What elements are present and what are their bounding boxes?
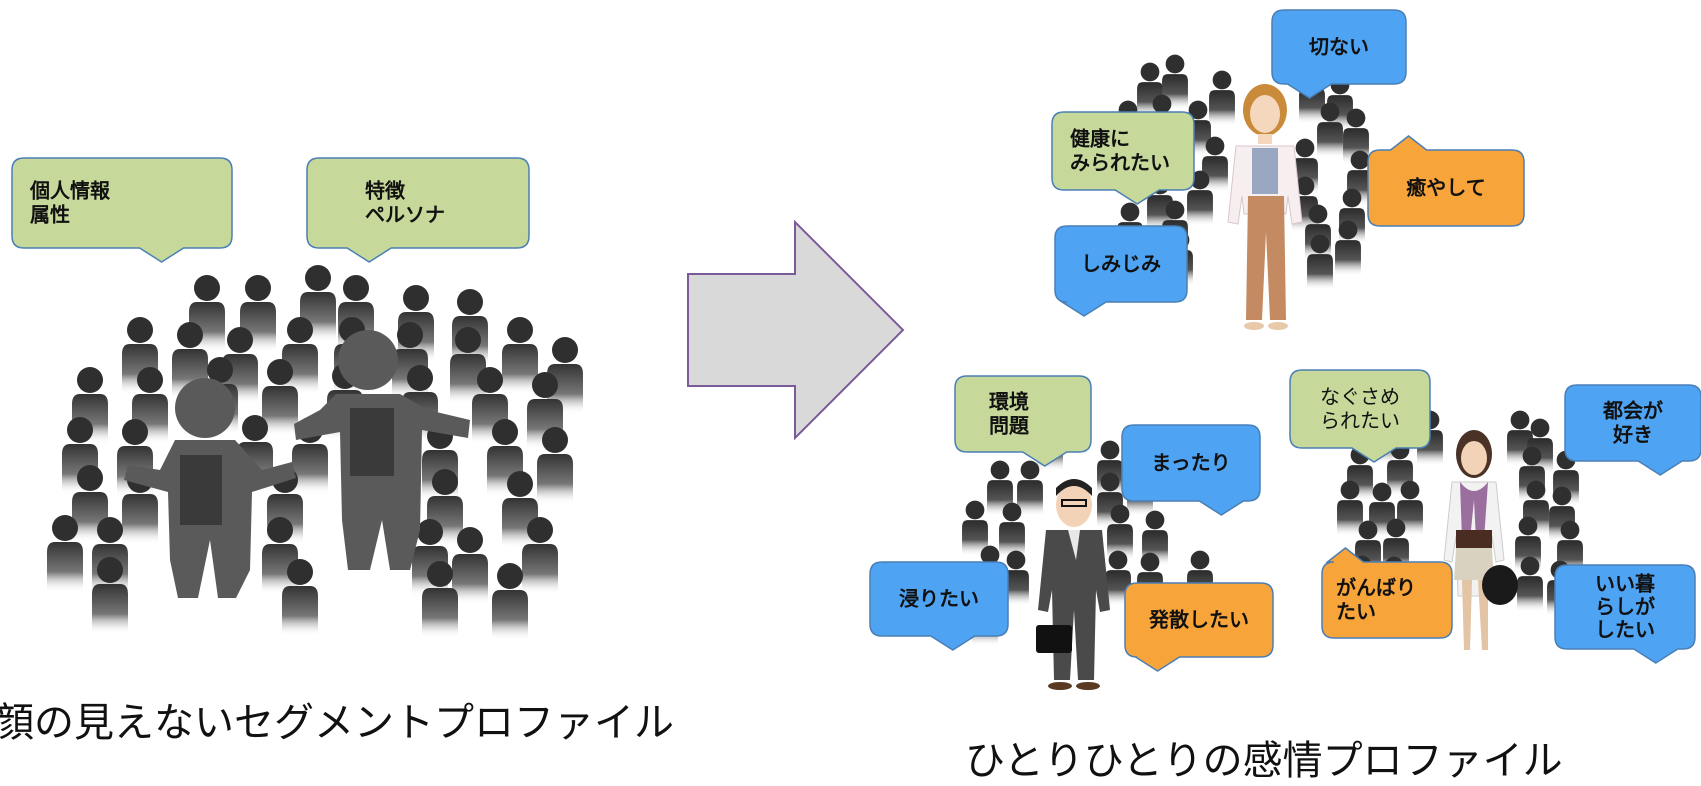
speech-bubble-text: 個人情報 — [29, 179, 111, 203]
speech-bubble-shape — [1321, 547, 1453, 639]
woman-cardigan-figure — [1227, 84, 1303, 330]
crowd-person-silhouette — [1527, 418, 1553, 475]
speech-bubble-text: なぐさめ — [1320, 385, 1400, 409]
crowd-person-silhouette — [282, 559, 318, 636]
speech-bubble-shape — [1289, 369, 1431, 463]
crowd-person-silhouette — [282, 317, 318, 394]
crowd-person-silhouette — [537, 427, 573, 504]
crowd-person-silhouette — [1209, 70, 1235, 127]
speech-bubble-text: 問題 — [989, 414, 1030, 438]
speech-bubble-text: 健康に — [1070, 127, 1130, 151]
speech-bubble-text: がんばり — [1336, 576, 1416, 600]
speech-bubble-text: ペルソナ — [365, 203, 445, 227]
businessman-figure — [1036, 479, 1110, 690]
crowd-person-silhouette — [1317, 102, 1343, 159]
speech-bubble-text: 環境 — [989, 390, 1029, 414]
speech-bubble-text: いい暮 — [1595, 571, 1656, 595]
speech-bubble-text: 浸りたい — [899, 587, 979, 611]
crowd-person-silhouette — [1017, 460, 1043, 517]
speech-bubble-text: たい — [1336, 600, 1376, 624]
right-arrow-icon — [687, 219, 905, 441]
crowd-person-silhouette — [1517, 556, 1543, 613]
crowd-person-silhouette — [452, 527, 488, 604]
speech-bubble-shape — [306, 157, 530, 263]
faceless-figure-left — [124, 378, 296, 598]
speech-bubble-hassan: 発散したい — [1124, 582, 1274, 672]
speech-bubble-text: られたい — [1320, 409, 1400, 433]
crowd-person-silhouette — [999, 502, 1025, 559]
faceless-figure-right — [294, 330, 470, 570]
speech-bubbles-layer: 個人情報属性特徴ペルソナ切ない健康にみられたい癒やしてしみじみ環境問題まったり浸… — [11, 9, 1701, 672]
speech-bubble-text: 属性 — [30, 203, 70, 227]
crowd-person-silhouette — [47, 515, 83, 592]
caption-segment-profile: 顔の見えないセグメントプロファイル — [0, 700, 674, 746]
speech-bubble-text: らしが — [1595, 594, 1655, 618]
speech-bubble-text: まったり — [1151, 451, 1230, 475]
crowd-person-silhouette — [92, 557, 128, 634]
speech-bubble-text: みられたい — [1070, 151, 1170, 175]
speech-bubble-setsunai: 切ない — [1271, 9, 1407, 99]
speech-bubble-text: 特徴 — [365, 179, 406, 203]
crowd-person-silhouette — [1107, 504, 1133, 561]
speech-bubble-text: 好き — [1612, 423, 1653, 447]
speech-bubble-shape — [1367, 135, 1525, 227]
speech-bubble-iyashite: 癒やして — [1367, 135, 1525, 227]
speech-bubble-text: したい — [1595, 617, 1655, 641]
speech-bubble-text: しみじみ — [1081, 252, 1161, 276]
speech-bubble-text: 切ない — [1309, 35, 1369, 59]
speech-bubble-text: 都会が — [1602, 399, 1663, 423]
crowd-person-silhouette — [1003, 550, 1029, 607]
crowd-person-silhouette — [1187, 170, 1213, 227]
speech-bubble-shape — [1124, 582, 1274, 672]
crowd-person-silhouette — [962, 500, 988, 557]
speech-bubble-text: 発散したい — [1148, 608, 1249, 632]
crowd-person-silhouette — [1335, 220, 1361, 277]
speech-bubble-shape — [1554, 564, 1696, 664]
speech-bubble-shimijimi: しみじみ — [1054, 225, 1188, 317]
diagram-canvas: 個人情報属性特徴ペルソナ切ない健康にみられたい癒やしてしみじみ環境問題まったり浸… — [11, 9, 1701, 690]
crowd-person-silhouette — [522, 517, 558, 594]
speech-bubble-shape — [1054, 225, 1188, 317]
speech-bubble-shape — [11, 157, 233, 263]
crowd-person-silhouette — [262, 517, 298, 594]
speech-bubble-text: 癒やして — [1406, 176, 1485, 200]
speech-bubble-shape — [1564, 384, 1701, 476]
crowd-person-silhouette — [422, 561, 458, 638]
crowd-person-silhouette — [1162, 54, 1188, 111]
fashion-lady-figure — [1443, 430, 1518, 650]
speech-bubble-shape — [954, 375, 1092, 467]
speech-bubble-shape — [1271, 9, 1407, 99]
caption-emotion-profile: ひとりひとりの感情プロファイル — [965, 738, 1563, 784]
crowd-person-silhouette — [492, 563, 528, 640]
crowd-person-silhouette — [502, 317, 538, 394]
speech-bubble-shape — [1121, 424, 1261, 516]
speech-bubble-shape — [869, 561, 1009, 651]
crowd-person-silhouette — [1307, 234, 1333, 291]
speech-bubble-shape — [1051, 111, 1195, 205]
speech-bubble-mattari: まったり — [1121, 424, 1261, 516]
crowd-person-silhouette — [1337, 480, 1363, 537]
crowd-silhouettes-left — [47, 265, 583, 640]
crowd-person-silhouette — [450, 327, 486, 404]
crowd-person-silhouette — [262, 359, 298, 436]
speech-bubble-hitaritai: 浸りたい — [869, 561, 1009, 651]
